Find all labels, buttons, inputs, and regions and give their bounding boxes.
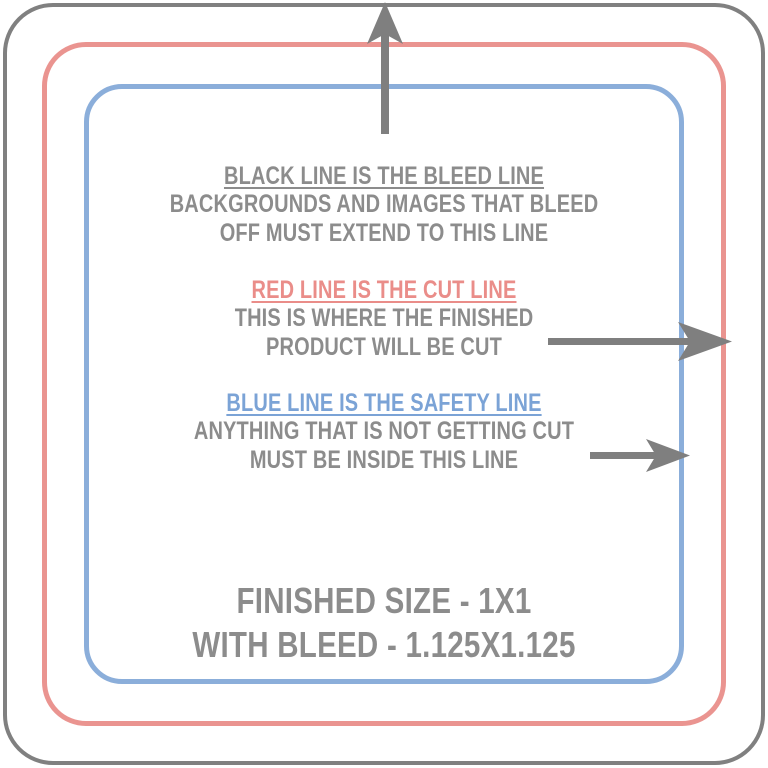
bleed-line-2: OFF MUST EXTEND TO THIS LINE [219, 219, 549, 247]
cut-heading: RED LINE IS THE CUT LINE [251, 276, 517, 304]
safety-instruction-block: BLUE LINE IS THE SAFETY LINE ANYTHING TH… [84, 389, 684, 475]
finished-size-text: FINISHED SIZE - 1X1 [236, 580, 532, 621]
bleed-heading: BLACK LINE IS THE BLEED LINE [223, 162, 545, 190]
arrow-to-safety-line-icon [590, 439, 690, 472]
arrow-to-bleed-line-icon [367, 2, 403, 134]
arrow-to-cut-line-icon [548, 322, 732, 361]
cut-line-1: THIS IS WHERE THE FINISHED [234, 304, 534, 332]
safety-heading: BLUE LINE IS THE SAFETY LINE [226, 389, 542, 417]
safety-line-2: MUST BE INSIDE THIS LINE [249, 446, 519, 474]
safety-line-1: ANYTHING THAT IS NOT GETTING CUT [193, 417, 575, 445]
cut-line-2: PRODUCT WILL BE CUT [266, 333, 502, 361]
cut-instruction-block: RED LINE IS THE CUT LINE THIS IS WHERE T… [84, 276, 684, 362]
instruction-text-layer: BLACK LINE IS THE BLEED LINE BACKGROUNDS… [84, 84, 684, 684]
bleed-instruction-block: BLACK LINE IS THE BLEED LINE BACKGROUNDS… [84, 162, 684, 248]
bleed-line-1: BACKGROUNDS AND IMAGES THAT BLEED [169, 190, 599, 218]
size-summary-block: FINISHED SIZE - 1X1 WITH BLEED - 1.125X1… [84, 579, 684, 667]
with-bleed-size-text: WITH BLEED - 1.125X1.125 [192, 624, 576, 665]
